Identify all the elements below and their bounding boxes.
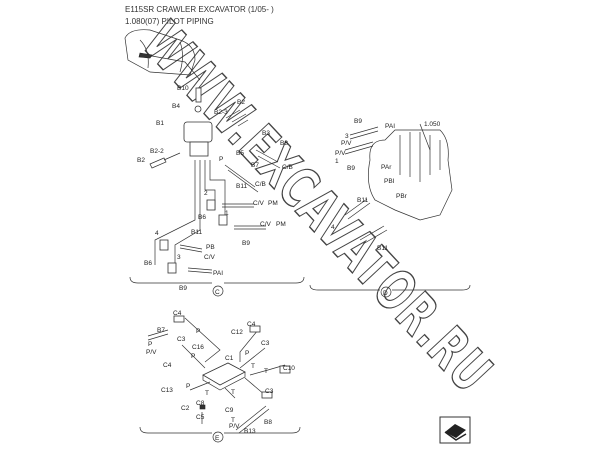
part-callout-label: B6	[144, 260, 152, 267]
group-c-parts	[129, 87, 305, 297]
group-c-labels: B10B4B2-3B2B1B3B8B2-2B2B5PB7C/BC/BB112C/…	[137, 85, 293, 292]
group-marker-d: D	[383, 290, 388, 297]
part-callout-label: B11	[357, 197, 368, 204]
engine-illustration	[124, 29, 201, 81]
part-callout-label: P/V	[146, 349, 157, 356]
part-callout-label: T	[231, 417, 235, 424]
part-callout-label: P	[245, 350, 249, 357]
part-callout-label: B2-2	[150, 148, 164, 155]
part-callout-label: C5	[196, 414, 205, 421]
part-callout-label: 1	[335, 158, 339, 165]
part-callout-label: PM	[276, 221, 286, 228]
group-d-parts	[309, 123, 471, 298]
part-callout-label: C4	[247, 321, 256, 328]
part-callout-label: C9	[225, 407, 234, 414]
part-callout-label: PB	[206, 244, 215, 251]
part-callout-label: PAr	[381, 164, 392, 171]
part-callout-label: C16	[192, 344, 204, 351]
part-callout-label: B13	[244, 428, 256, 435]
group-e-parts	[139, 315, 301, 443]
part-callout-label: B9	[354, 118, 362, 125]
part-callout-label: C3	[265, 388, 274, 395]
part-callout-label: B9	[242, 240, 250, 247]
watermark: WWW.EXCAVATOR.RU	[130, 10, 505, 405]
part-callout-label: B7	[157, 327, 165, 334]
part-callout-label: C13	[161, 387, 173, 394]
part-callout-label: C/V	[260, 221, 272, 228]
group-marker-e: E	[215, 435, 220, 442]
part-callout-label: B5	[236, 150, 244, 157]
part-callout-label: B8	[264, 419, 272, 426]
part-callout-label: T	[251, 363, 255, 370]
part-callout-label: C3	[261, 340, 270, 347]
part-callout-label: B6	[198, 214, 206, 221]
part-callout-label: B11	[377, 245, 388, 252]
part-callout-label: PM	[268, 200, 278, 207]
part-callout-label: T	[231, 389, 235, 396]
part-callout-label: C10	[283, 365, 295, 372]
publisher-logo	[439, 416, 471, 444]
part-callout-label: B10	[177, 85, 189, 92]
part-callout-label: 2	[204, 190, 208, 197]
part-callout-label: 4	[155, 230, 159, 237]
part-callout-label: B8	[280, 140, 288, 147]
part-callout-label: C/B	[282, 164, 293, 171]
part-callout-label: C1	[225, 355, 234, 362]
part-callout-label: P	[191, 353, 195, 360]
diagram-model-title: E115SR CRAWLER EXCAVATOR (1/05- )	[125, 5, 274, 14]
part-callout-label: 1	[225, 210, 229, 217]
part-callout-label: P/V	[341, 140, 352, 147]
part-callout-label: P/V	[335, 150, 346, 157]
part-callout-label: T	[205, 390, 209, 397]
part-callout-label: C2	[181, 405, 190, 412]
part-callout-label: P	[186, 383, 190, 390]
part-callout-label: P	[148, 341, 152, 348]
part-callout-label: B7	[251, 162, 259, 169]
part-callout-label: B2	[137, 157, 145, 164]
part-callout-label: PBr	[396, 193, 408, 200]
part-callout-label: B9	[347, 165, 355, 172]
part-callout-label: P	[196, 328, 200, 335]
part-callout-label: B11	[236, 183, 247, 190]
part-callout-label: C8	[196, 400, 205, 407]
part-callout-label: PAI	[385, 123, 395, 130]
part-callout-label: C12	[231, 329, 243, 336]
part-callout-label: C3	[177, 336, 186, 343]
part-callout-label: B4	[172, 103, 180, 110]
part-callout-label: C4	[173, 310, 182, 317]
part-callout-label: B3	[262, 130, 270, 137]
part-callout-label: C4	[163, 362, 172, 369]
part-callout-label: 3	[177, 254, 181, 261]
part-callout-label: PAI	[213, 270, 223, 277]
part-callout-label: 1.050	[424, 121, 441, 128]
part-callout-label: C/B	[255, 181, 266, 188]
part-callout-label: C/V	[204, 254, 216, 261]
part-callout-label: P	[219, 156, 223, 163]
part-callout-label: T	[264, 368, 268, 375]
diagram-section-title: 1.080(07) PILOT PIPING	[125, 17, 214, 26]
part-callout-label: 4	[331, 224, 335, 231]
part-callout-label: 3	[345, 133, 349, 140]
part-callout-label: B2-3	[214, 109, 228, 116]
part-callout-label: B2	[237, 99, 245, 106]
part-callout-label: B11	[191, 229, 202, 236]
part-callout-label: P/V	[229, 423, 240, 430]
part-callout-label: PBI	[384, 178, 395, 185]
part-callout-label: C/V	[253, 200, 265, 207]
part-callout-label: B9	[179, 285, 187, 292]
part-callout-label: B1	[156, 120, 164, 127]
group-marker-c: C	[215, 289, 220, 296]
